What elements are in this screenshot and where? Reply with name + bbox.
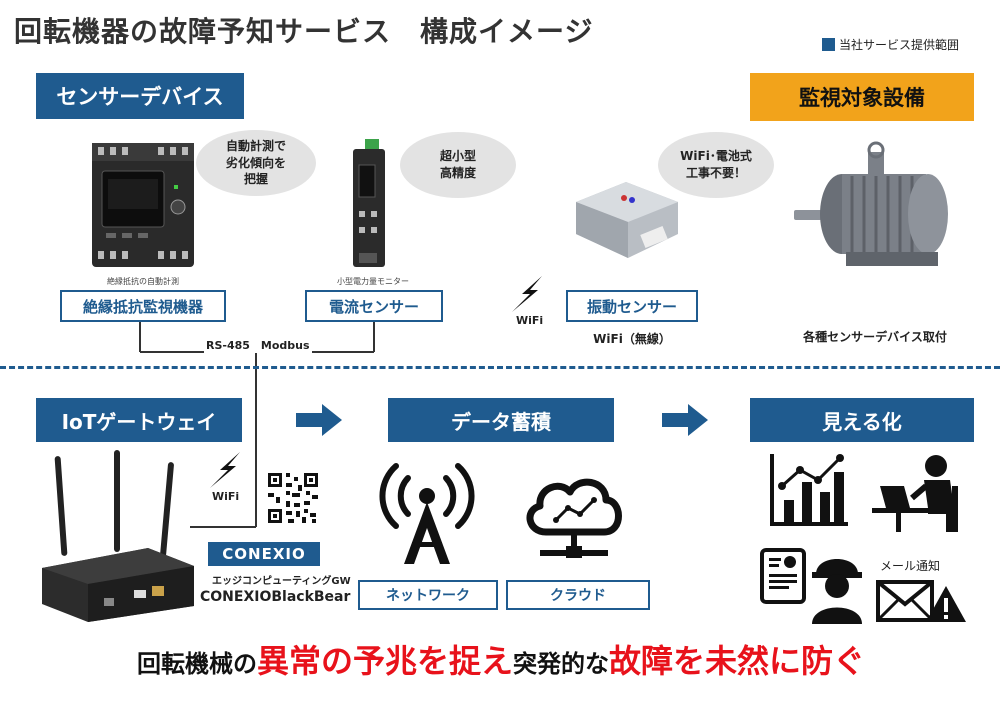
gateway-image (38, 448, 198, 624)
insulation-device-label: 絶縁抵抗監視機器 (60, 290, 226, 322)
cloud-icon (520, 466, 628, 570)
section-divider (0, 366, 1000, 369)
wifi-top-label: WiFi (516, 314, 544, 327)
mail-notice-label: メール通知 (880, 559, 941, 573)
worker-helmet-icon (808, 548, 866, 624)
section-visualization: 見える化 (750, 398, 974, 442)
gateway-product: CONEXIOBlackBear (200, 589, 351, 605)
legend: 当社サービス提供範囲 (822, 36, 959, 53)
vibration-sensor-image (566, 172, 684, 262)
antenna-tower-icon (378, 458, 476, 568)
section-data-storage: データ蓄積 (388, 398, 614, 442)
current-bubble-line2: 高精度 (439, 166, 476, 180)
mail-warning-icon (876, 576, 968, 626)
vibration-caption: WiFi（無線） (593, 332, 671, 346)
arrow-right-icon (296, 404, 342, 436)
lightning-icon (210, 452, 240, 488)
current-bubble-line1: 超小型 (439, 149, 476, 164)
insulation-device-image (88, 135, 198, 271)
lightning-icon (512, 276, 542, 312)
wifi-bottom: WiFi (196, 450, 256, 506)
wifi-top: WiFi (498, 274, 558, 328)
bottom-message-part3: 突発的な (513, 650, 609, 678)
vibration-bubble-line2: 工事不要！ (685, 166, 746, 180)
insulation-bubble-line3: 把握 (243, 172, 268, 187)
arrow-right-icon (662, 404, 708, 436)
bottom-message-part4: 故障を未然に防ぐ (609, 642, 866, 680)
motor-image (790, 140, 960, 280)
vibration-bubble-line1: WiFi･電池式 (680, 149, 752, 164)
insulation-bubble-line2: 劣化傾向を (225, 155, 286, 170)
bar-chart-icon (770, 452, 850, 528)
gateway-subtitle: エッジコンピューティングGW (212, 576, 351, 587)
insulation-bubble: 自動計測で 劣化傾向を 把握 (196, 130, 316, 196)
bottom-message-part1: 回転機械の (136, 650, 257, 678)
vibration-bubble: WiFi･電池式 工事不要！ (658, 132, 774, 198)
insulation-small-caption: 絶縁抵抗の自動計測 (107, 277, 179, 286)
current-sensor-label: 電流センサー (305, 290, 443, 322)
section-iot-gateway: IoTゲートウェイ (36, 398, 242, 442)
section-sensor-devices: センサーデバイス (36, 73, 244, 119)
page-title: 回転機器の故障予知サービス 構成イメージ (14, 15, 594, 48)
legend-swatch (822, 38, 835, 51)
cloud-label: クラウド (506, 580, 650, 610)
conexio-logo: CONEXIO (208, 542, 320, 566)
vibration-sensor-label: 振動センサー (566, 290, 698, 322)
motor-caption: 各種センサーデバイス取付 (803, 330, 947, 344)
connection-label: RS-485 Modbus (204, 337, 312, 353)
bottom-message: 回転機械の 異常の予兆を捉え 突発的な 故障を未然に防ぐ (36, 636, 966, 682)
wifi-bottom-label: WiFi (212, 490, 240, 503)
qr-code-icon (266, 471, 320, 525)
section-monitored-equipment: 監視対象設備 (750, 73, 974, 121)
legend-label: 当社サービス提供範囲 (839, 38, 960, 52)
network-label: ネットワーク (358, 580, 498, 610)
current-bubble: 超小型 高精度 (400, 132, 516, 198)
tablet-report-icon (760, 548, 806, 604)
insulation-bubble-line1: 自動計測で (225, 138, 286, 153)
current-sensor-image (345, 135, 391, 271)
current-small-caption: 小型電力量モニター (337, 277, 409, 286)
person-at-desk-icon (870, 452, 970, 534)
bottom-message-part2: 異常の予兆を捉え (256, 642, 513, 680)
